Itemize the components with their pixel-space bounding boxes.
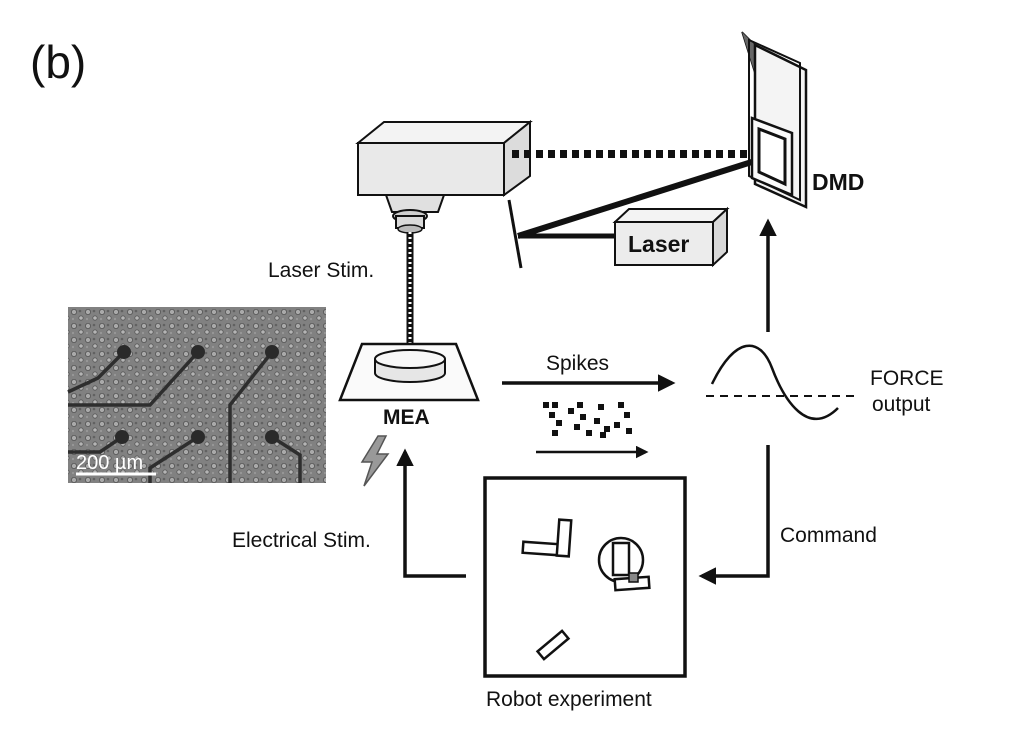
arena-obstacles xyxy=(521,518,573,661)
electrical-stim-arrow xyxy=(396,448,466,578)
panel-label: (b) xyxy=(30,36,86,88)
force-label-line1: FORCE xyxy=(870,367,944,390)
laser-device xyxy=(612,206,730,268)
laser-stim-label: Laser Stim. xyxy=(268,259,374,282)
microscope-unit xyxy=(355,119,533,234)
lightning-icon xyxy=(360,435,390,487)
scale-bar-label: 200 µm xyxy=(76,452,143,474)
electrical-stim-label: Electrical Stim. xyxy=(232,529,371,552)
force-label-line2: output xyxy=(872,393,931,416)
mirror xyxy=(507,199,523,269)
dmd-device xyxy=(741,31,808,209)
command-label: Command xyxy=(780,524,877,547)
robot-arena xyxy=(483,476,687,678)
spike-raster xyxy=(543,402,632,438)
dmd-label: DMD xyxy=(812,169,864,195)
robot-experiment-label: Robot experiment xyxy=(486,688,652,711)
laser-label: Laser xyxy=(628,231,689,257)
robot-icon xyxy=(597,536,651,592)
mea-device xyxy=(338,342,480,402)
neuron-micrograph xyxy=(67,307,326,483)
dmd-to-mirror-beam xyxy=(517,157,759,239)
command-arrow xyxy=(698,445,770,585)
force-output-wave xyxy=(710,344,839,421)
spikes-label: Spikes xyxy=(546,352,609,375)
mea-label: MEA xyxy=(383,406,430,429)
